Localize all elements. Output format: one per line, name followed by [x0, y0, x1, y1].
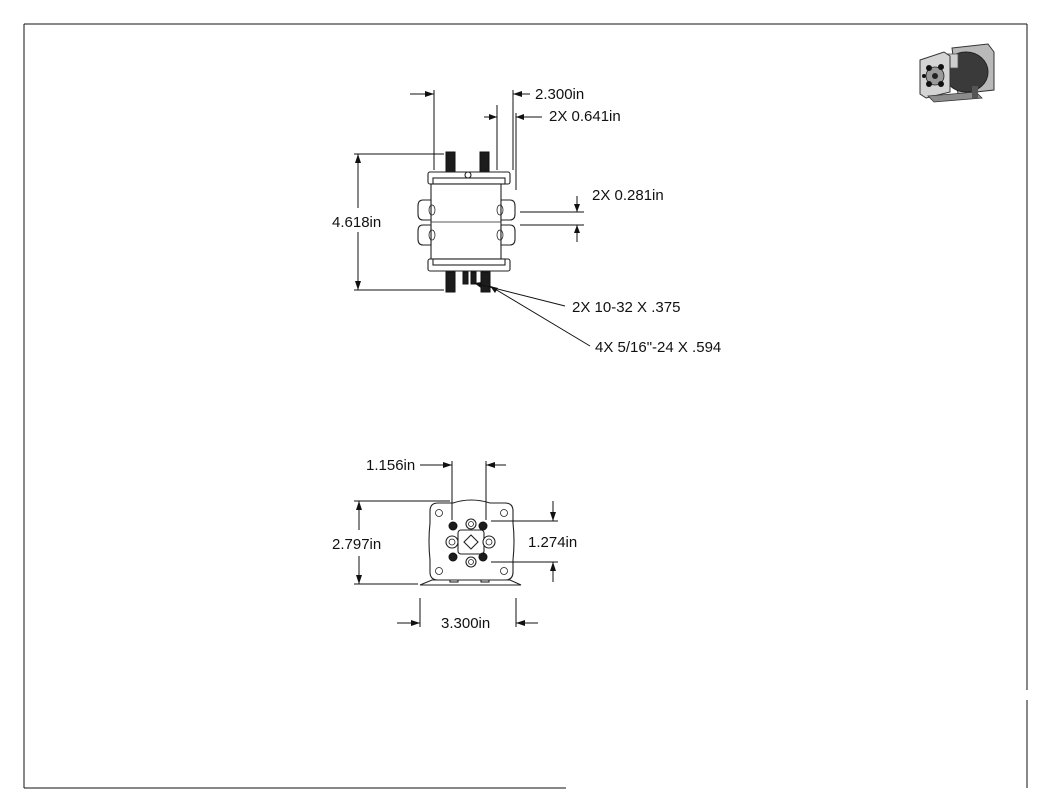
small-stud-right	[470, 271, 477, 285]
dim-slot-width: 2X 0.281in	[592, 187, 664, 204]
callout-small-studs: 2X 10-32 X .375	[572, 299, 680, 316]
dim-base-height: 2.797in	[332, 536, 381, 553]
top-stud-right	[479, 151, 490, 173]
bottom-stud-left	[445, 271, 456, 293]
sheet-border	[23, 23, 1028, 789]
side-view: 2.300in 2X 0.641in 2X 0.281in 4.618in 2X…	[332, 86, 721, 356]
dim-stud-spacing: 2X 0.641in	[549, 108, 621, 125]
top-stud-left	[445, 151, 456, 173]
dim-height: 4.618in	[332, 214, 381, 231]
bottom-stud-right	[480, 271, 491, 293]
dim-overall-width: 2.300in	[535, 86, 584, 103]
small-stud-left	[462, 271, 469, 285]
dim-stud-vertical: 1.274in	[528, 534, 577, 551]
dim-base-width: 3.300in	[441, 615, 490, 632]
dim-stud-offset: 1.156in	[366, 457, 415, 474]
base-flange	[419, 579, 522, 586]
solenoid-body	[430, 183, 502, 260]
solenoid-isometric-icon	[919, 43, 995, 103]
end-view: 1.156in 2.797in 1.274in 3.300in	[332, 457, 577, 632]
callout-large-studs: 4X 5/16"-24 X .594	[595, 339, 721, 356]
